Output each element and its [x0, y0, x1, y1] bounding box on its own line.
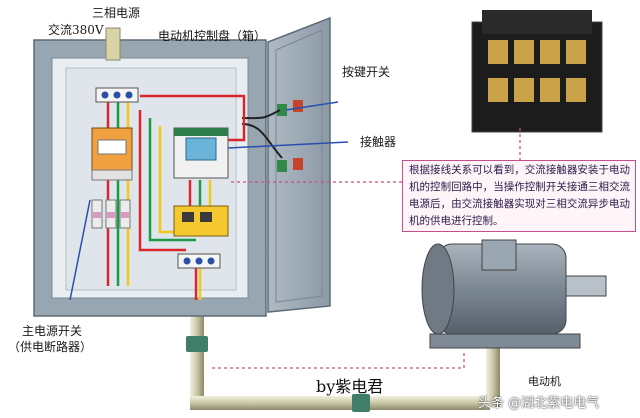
contactor-in-cabinet: [173, 127, 229, 179]
box-title: 电动机控制盘（箱）: [158, 29, 267, 43]
terminal-block-top: [95, 87, 139, 103]
fuses: [91, 199, 131, 229]
main-switch-label-line1: 主电源开关: [22, 324, 83, 338]
motor: [421, 239, 607, 349]
terminal-block-bottom: [177, 253, 221, 269]
watermark: 头条 @湖北紫电电气: [478, 396, 600, 411]
main-switch-label-line2: （供电断路器）: [8, 340, 93, 354]
explanation-note: 根据接线关系可以看到，交流接触器安装于电动机的控制回路中，当操作控制开关接通三相…: [402, 160, 636, 232]
ac-voltage-label: 交流380V: [48, 23, 104, 37]
three-phase-source-label: 三相电源: [92, 6, 141, 20]
contactor-label: 接触器: [360, 135, 397, 149]
contactor-photo: [471, 10, 603, 133]
callout-lines: [69, 101, 521, 369]
motor-label: 电动机: [528, 375, 561, 388]
author-credit: by紫电君: [316, 377, 384, 396]
push-button-label: 按键开关: [342, 65, 391, 79]
thermal-relay: [173, 205, 229, 237]
main-breaker: [91, 127, 133, 181]
conduit: [186, 298, 504, 412]
cabinet-door: [241, 16, 331, 313]
